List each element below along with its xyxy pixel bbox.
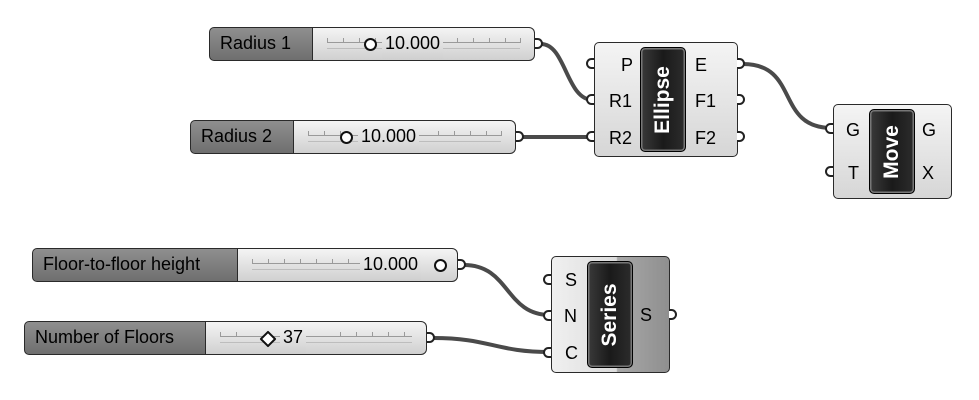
slider-rail (252, 259, 362, 270)
slider-number-of-floors[interactable]: Number of Floors 37 (24, 321, 435, 355)
component-name-box: Ellipse (640, 47, 686, 152)
slider-track[interactable]: 10.000 (313, 27, 535, 61)
component-name: Ellipse (651, 65, 674, 134)
output-port[interactable] (427, 332, 435, 343)
component-name: Move (880, 124, 903, 179)
input-label-r1: R1 (609, 91, 633, 111)
input-label-s: S (565, 270, 578, 290)
output-label-f2: F2 (695, 128, 717, 148)
input-label-t: T (848, 163, 859, 183)
slider-value: 37 (280, 322, 307, 353)
wire-radius1-to-r1[interactable] (540, 42, 594, 102)
slider-grip-icon[interactable] (364, 38, 377, 51)
slider-label: Number of Floors (24, 321, 206, 355)
input-label-p: P (621, 55, 634, 75)
input-port-r1[interactable] (586, 94, 594, 105)
slider-track[interactable]: 37 (206, 321, 427, 355)
output-label-g: G (922, 120, 937, 140)
slider-track[interactable]: 10.000 (294, 120, 516, 154)
input-port-t[interactable] (825, 166, 833, 177)
input-port-s[interactable] (543, 274, 551, 285)
input-label-g: G (846, 120, 861, 140)
input-label-c: C (565, 343, 578, 363)
component-name-box: Move (869, 109, 915, 194)
slider-value: 10.000 (382, 28, 444, 59)
output-port-f2[interactable] (737, 131, 745, 142)
move-component[interactable]: G T Move G X (825, 104, 952, 199)
output-port-f1[interactable] (737, 94, 745, 105)
slider-grip-icon[interactable] (340, 131, 353, 144)
input-label-n: N (564, 306, 577, 326)
wire-numfloors-to-c[interactable] (432, 336, 551, 354)
input-label-r2: R2 (609, 128, 633, 148)
output-label-x: X (922, 163, 935, 183)
input-port-p[interactable] (586, 58, 594, 69)
slider-rail (220, 332, 412, 343)
slider-grip-icon[interactable] (259, 330, 277, 348)
slider-label: Radius 1 (209, 27, 313, 61)
slider-value: 10.000 (358, 121, 420, 152)
output-port[interactable] (458, 259, 466, 270)
input-port-n[interactable] (543, 310, 551, 321)
slider-floor-height[interactable]: Floor-to-floor height 10.000 (32, 248, 466, 282)
slider-radius-2[interactable]: Radius 2 10.000 (190, 120, 524, 154)
ellipse-component[interactable]: P R1 R2 Ellipse E F1 F2 (586, 42, 745, 157)
input-port-g[interactable] (825, 123, 833, 134)
input-port-c[interactable] (543, 347, 551, 358)
component-name: Series (598, 282, 621, 347)
output-port-e[interactable] (737, 58, 745, 69)
slider-value: 10.000 (360, 249, 422, 280)
input-port-r2[interactable] (586, 131, 594, 142)
output-label-f1: F1 (695, 91, 717, 111)
slider-label: Floor-to-floor height (32, 248, 238, 282)
slider-track[interactable]: 10.000 (238, 248, 458, 282)
wire-e-to-move-g[interactable] (742, 62, 833, 130)
slider-radius-1[interactable]: Radius 1 10.000 (209, 27, 543, 61)
output-port-s[interactable] (669, 309, 677, 320)
series-component[interactable]: S N C Series S (543, 256, 677, 373)
output-port[interactable] (516, 131, 524, 142)
output-label-e: E (695, 55, 708, 75)
wire-floorheight-to-n[interactable] (463, 263, 551, 317)
component-name-box: Series (587, 261, 633, 368)
output-label-s: S (640, 305, 653, 325)
slider-grip-icon[interactable] (434, 259, 447, 272)
slider-label: Radius 2 (190, 120, 294, 154)
output-port[interactable] (535, 38, 543, 49)
